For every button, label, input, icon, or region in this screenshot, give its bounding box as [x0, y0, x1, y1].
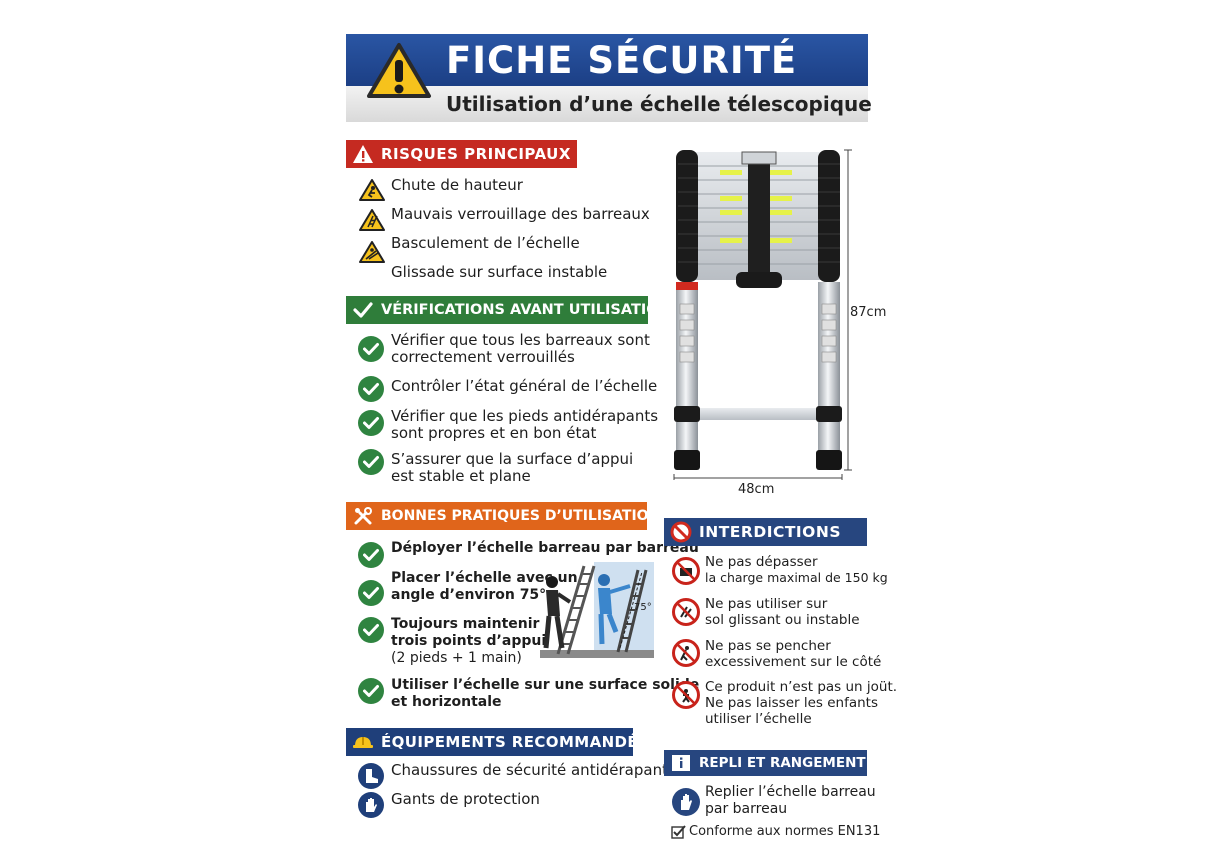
risk-item: Glissade sur surface instable	[391, 263, 608, 281]
header-band	[346, 34, 868, 86]
page-subtitle: Utilisation d’une échelle télescopique	[446, 92, 872, 116]
storage-item: Replier l’échelle barreau par barreau	[705, 784, 876, 817]
ladder-width-label: 48cm	[738, 482, 775, 497]
bans-banner: INTERDICTIONS	[664, 518, 867, 546]
hard-hat-icon	[352, 731, 374, 753]
page-title: FICHE SÉCURITÉ	[446, 39, 798, 82]
risks-banner: RISQUES PRINCIPAUX	[346, 140, 577, 168]
practice-item: Déployer l’échelle barreau par barreau	[391, 540, 699, 556]
telescopic-ladder-image	[673, 149, 852, 480]
safety-boot-icon	[358, 763, 384, 789]
check-circle-icon	[358, 678, 384, 704]
no-leaning-icon	[672, 639, 700, 667]
angle-label: 75°	[634, 602, 652, 613]
tools-icon	[352, 505, 374, 527]
ladder-height-label: 87cm	[850, 305, 887, 320]
practice-item: Utiliser l’échelle sur une surface solid…	[391, 677, 700, 710]
practices-banner: BONNES PRATIQUES D’UTILISATION	[346, 502, 660, 530]
checkmark-icon	[352, 299, 374, 321]
check-item: Vérifier que tous les barreaux sont corr…	[391, 331, 650, 366]
practice-item: Placer l’échelle avec un angle d’environ…	[391, 570, 578, 603]
risk-item: Chute de hauteur	[391, 176, 523, 194]
storage-banner: REPLI ET RANGEMENT	[664, 750, 867, 776]
practice-item: Toujours maintenir trois points d’appui …	[391, 616, 547, 666]
check-item: Vérifier que les pieds antidérapants son…	[391, 407, 659, 442]
header: FICHE SÉCURITÉ Utilisation d’une échelle…	[346, 34, 872, 122]
no-overload-icon	[672, 557, 700, 585]
checks-title: VÉRIFICATIONS AVANT UTILISATION	[381, 302, 671, 318]
equipment-title: ÉQUIPEMENTS RECOMMANDÉS	[381, 733, 650, 751]
tipping-hazard-icon	[359, 241, 385, 263]
check-item: Contrôler l’état général de l’échelle	[391, 377, 658, 395]
equipment-item: Gants de protection	[391, 790, 540, 808]
check-item: S’assurer que la surface d’appui est sta…	[391, 450, 634, 485]
risk-item: Mauvais verrouillage des barreaux	[391, 205, 650, 223]
ban-item: Ne pas se pencher excessivement sur le c…	[705, 638, 882, 670]
checkbox-icon	[671, 825, 686, 839]
check-circle-icon	[358, 580, 384, 606]
fall-hazard-icon	[359, 179, 385, 201]
ban-item: Ne pas dépasser la charge maximal de 150…	[705, 554, 888, 585]
no-slippery-surface-icon	[672, 598, 700, 626]
check-circle-icon	[358, 336, 384, 362]
risks-title: RISQUES PRINCIPAUX	[381, 145, 571, 163]
equipment-banner: ÉQUIPEMENTS RECOMMANDÉS	[346, 728, 649, 756]
practices-title: BONNES PRATIQUES D’UTILISATION	[381, 508, 661, 524]
ladder-hazard-icon	[359, 209, 385, 231]
ban-item: Ne pas utiliser sur sol glissant ou inst…	[705, 596, 860, 628]
warning-icon	[352, 143, 374, 165]
fold-hand-icon	[672, 788, 700, 816]
bans-title: INTERDICTIONS	[699, 523, 841, 541]
subheader-band	[346, 86, 868, 122]
gloves-icon	[358, 792, 384, 818]
check-circle-icon	[358, 410, 384, 436]
checks-banner: VÉRIFICATIONS AVANT UTILISATION	[346, 296, 671, 324]
equipment-item: Chaussures de sécurité antidérapantes	[391, 761, 685, 779]
check-circle-icon	[358, 617, 384, 643]
ban-item: Ce produit n’est pas un joüt. Ne pas lai…	[705, 679, 898, 727]
ladder-angle-illustration	[540, 562, 654, 658]
warning-triangle-icon	[367, 43, 431, 98]
check-circle-icon	[358, 542, 384, 568]
risk-item: Basculement de l’échelle	[391, 234, 580, 252]
prohibited-icon	[670, 521, 692, 543]
no-children-icon	[672, 681, 700, 709]
check-circle-icon	[358, 449, 384, 475]
compliance-norm: Conforme aux normes EN131	[689, 824, 881, 839]
storage-title: REPLI ET RANGEMENT	[699, 755, 866, 771]
check-circle-icon	[358, 376, 384, 402]
info-icon	[670, 752, 692, 774]
